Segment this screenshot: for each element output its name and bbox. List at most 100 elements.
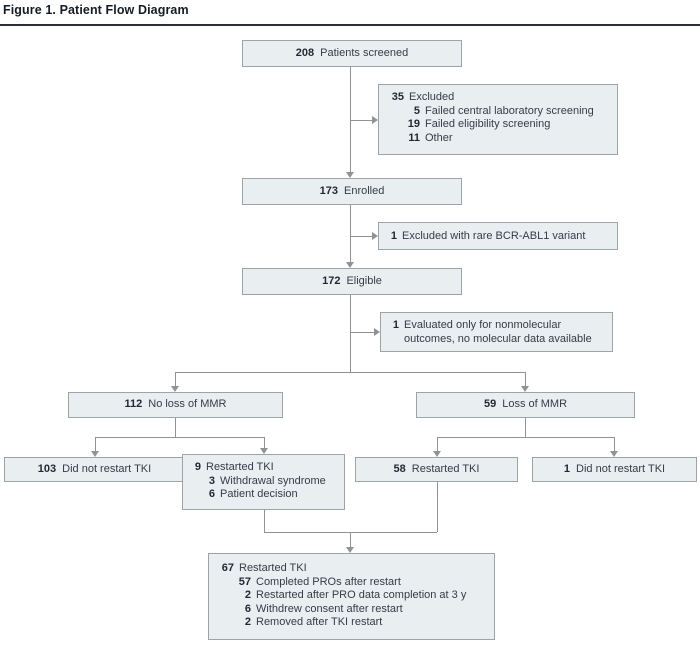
flow-connector xyxy=(175,372,176,386)
arrow-down-icon xyxy=(346,547,354,553)
title-divider xyxy=(0,24,700,26)
figure-title: Figure 1. Patient Flow Diagram xyxy=(3,3,189,17)
box-label: Excluded with rare BCR-ABL1 variant xyxy=(402,230,586,242)
box-count: 59 xyxy=(483,398,497,411)
arrow-down-icon xyxy=(610,451,618,457)
flow-box-eligible: 172 Eligible xyxy=(242,268,462,295)
box-count: 173 xyxy=(319,184,338,197)
flow-box-excluded-variant: 1 Excluded with rare BCR-ABL1 variant xyxy=(378,222,618,250)
flow-connector xyxy=(350,332,374,333)
flow-box-line: 6 Patient decision xyxy=(191,488,338,502)
box-label: Did not restart TKI xyxy=(62,462,152,475)
box-label: No loss of MMR xyxy=(148,398,227,411)
box-label: Excluded xyxy=(409,91,455,103)
box-label: Restarted TKI xyxy=(239,562,307,574)
flow-connector xyxy=(525,418,526,437)
box-count: 57 xyxy=(238,575,251,588)
box-count: 172 xyxy=(322,274,341,287)
box-label: Did not restart TKI xyxy=(576,462,666,475)
flow-box-line: 1 Evaluated only for nonmolecular outcome… xyxy=(389,319,606,346)
flow-connector xyxy=(95,437,96,451)
flow-box-did-not-restart-1: 1 Did not restart TKI xyxy=(532,457,697,482)
flow-connector xyxy=(437,437,438,451)
flow-box-line: 6 Withdrew consent after restart xyxy=(217,603,488,617)
arrow-right-icon xyxy=(372,116,378,124)
box-label: Removed after TKI restart xyxy=(256,616,383,629)
box-label: Failed eligibility screening xyxy=(425,118,551,131)
flow-connector xyxy=(264,510,265,532)
flow-connector xyxy=(350,295,351,372)
flow-box-line: 3 Withdrawal syndrome xyxy=(191,475,338,489)
flow-box-line: 5 Failed central laboratory screening xyxy=(387,105,611,119)
box-label: Other xyxy=(425,131,453,144)
box-count: 103 xyxy=(37,462,57,475)
box-count: 67 xyxy=(221,562,234,574)
box-label: Restarted TKI xyxy=(206,461,274,473)
flow-connector xyxy=(350,205,351,262)
flow-connector xyxy=(350,532,351,547)
flow-connector xyxy=(614,437,615,451)
box-count: 2 xyxy=(244,616,251,629)
box-label: Patients screened xyxy=(320,46,409,59)
box-count: 19 xyxy=(407,118,420,131)
flow-connector xyxy=(437,437,614,438)
flow-box-enrolled: 173 Enrolled xyxy=(242,178,462,205)
flow-connector xyxy=(350,120,372,121)
arrow-right-icon xyxy=(372,232,378,240)
flow-box-no-loss-mmr: 112 No loss of MMR xyxy=(68,392,283,418)
arrow-right-icon xyxy=(374,328,380,336)
box-label: Eligible xyxy=(346,274,382,287)
flow-box-line: 19 Failed eligibility screening xyxy=(387,118,611,132)
flow-connector xyxy=(264,437,265,448)
flow-box-restarted-9: 9 Restarted TKI 3 Withdrawal syndrome 6 Pat… xyxy=(182,454,345,510)
box-label: Evaluated only for nonmolecular outcomes… xyxy=(404,319,592,345)
box-count: 5 xyxy=(413,104,420,117)
flow-box-excluded-screening: 35 Excluded 5 Failed central laboratory sc… xyxy=(378,84,618,155)
box-count: 208 xyxy=(295,46,315,59)
box-count: 6 xyxy=(208,488,215,501)
box-count: 1 xyxy=(563,462,571,475)
arrow-down-icon xyxy=(346,262,354,268)
box-label: Patient decision xyxy=(220,488,298,501)
box-count: 11 xyxy=(408,131,420,144)
flow-box-line: 9 Restarted TKI xyxy=(191,461,338,475)
flow-connector xyxy=(350,67,351,172)
arrow-down-icon xyxy=(346,172,354,178)
arrow-down-icon xyxy=(91,451,99,457)
flow-connector xyxy=(95,437,264,438)
flow-connector xyxy=(437,482,438,532)
arrow-down-icon xyxy=(521,386,529,392)
box-count: 3 xyxy=(208,474,215,487)
flow-box-line: 35 Excluded xyxy=(387,91,611,105)
box-count: 112 xyxy=(124,398,143,411)
box-label: Loss of MMR xyxy=(502,398,568,411)
box-label: Restarted TKI xyxy=(411,462,480,475)
flow-connector xyxy=(525,372,526,386)
box-count: 1 xyxy=(390,230,397,242)
flow-connector xyxy=(175,418,176,437)
box-label: Withdrew consent after restart xyxy=(256,602,403,615)
box-count: 2 xyxy=(244,589,251,602)
flow-box-loss-mmr: 59 Loss of MMR xyxy=(416,392,635,418)
box-count: 58 xyxy=(393,462,406,475)
box-count: 1 xyxy=(392,319,399,331)
box-count: 35 xyxy=(391,91,404,103)
flow-box-restarted-67: 67 Restarted TKI 57 Completed PROs after r… xyxy=(208,553,495,640)
flow-box-line: 67 Restarted TKI xyxy=(217,562,488,576)
box-label: Withdrawal syndrome xyxy=(220,474,326,487)
flow-box-line: 2 Removed after TKI restart xyxy=(217,616,488,630)
arrow-down-icon xyxy=(171,386,179,392)
flow-box-did-not-restart-103: 103 Did not restart TKI xyxy=(4,457,185,482)
box-count: 9 xyxy=(194,461,201,473)
flow-connector xyxy=(175,372,525,373)
box-label: Enrolled xyxy=(344,184,385,197)
flow-box-nonmolecular-outcomes: 1 Evaluated only for nonmolecular outcome… xyxy=(380,312,613,352)
flow-box-restarted-58: 58 Restarted TKI xyxy=(355,457,518,482)
flow-box-line: 57 Completed PROs after restart xyxy=(217,576,488,590)
box-count: 6 xyxy=(244,602,251,615)
arrow-down-icon xyxy=(260,448,268,454)
box-label: Failed central laboratory screening xyxy=(425,104,594,117)
box-label: Completed PROs after restart xyxy=(256,575,401,588)
